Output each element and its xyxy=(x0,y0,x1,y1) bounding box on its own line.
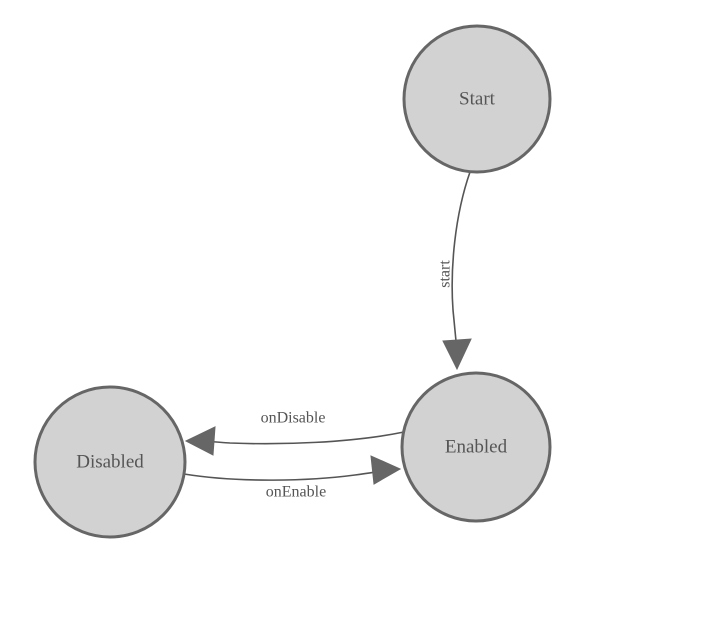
arrowhead-start-icon xyxy=(442,338,472,371)
state-node-start-circle xyxy=(402,24,552,174)
state-node-start-label: Start xyxy=(459,88,496,109)
state-node-disabled-label: Disabled xyxy=(76,451,144,472)
edge-label-start: start xyxy=(437,260,454,288)
state-node-disabled-circle xyxy=(33,385,187,539)
edge-path-start xyxy=(451,171,471,351)
edge-label-ondisable: onDisable xyxy=(261,410,326,427)
edge-label-onenable: onEnable xyxy=(266,484,326,501)
edge-path-onenable xyxy=(183,469,390,481)
edge-disabled-to-enabled[interactable]: onEnable xyxy=(183,455,402,501)
arrowhead-ondisable-icon xyxy=(184,426,216,456)
arrowhead-onenable-icon xyxy=(370,455,402,485)
edge-enabled-to-disabled[interactable]: onDisable xyxy=(184,410,405,456)
edge-path-ondisable xyxy=(193,431,405,445)
state-node-start[interactable]: Start xyxy=(402,24,552,174)
state-node-disabled[interactable]: Disabled xyxy=(33,385,187,539)
edge-start-to-enabled[interactable]: start xyxy=(437,171,472,371)
state-node-enabled[interactable]: Enabled xyxy=(400,371,552,523)
state-node-enabled-label: Enabled xyxy=(445,436,508,457)
state-node-enabled-circle xyxy=(400,371,552,523)
